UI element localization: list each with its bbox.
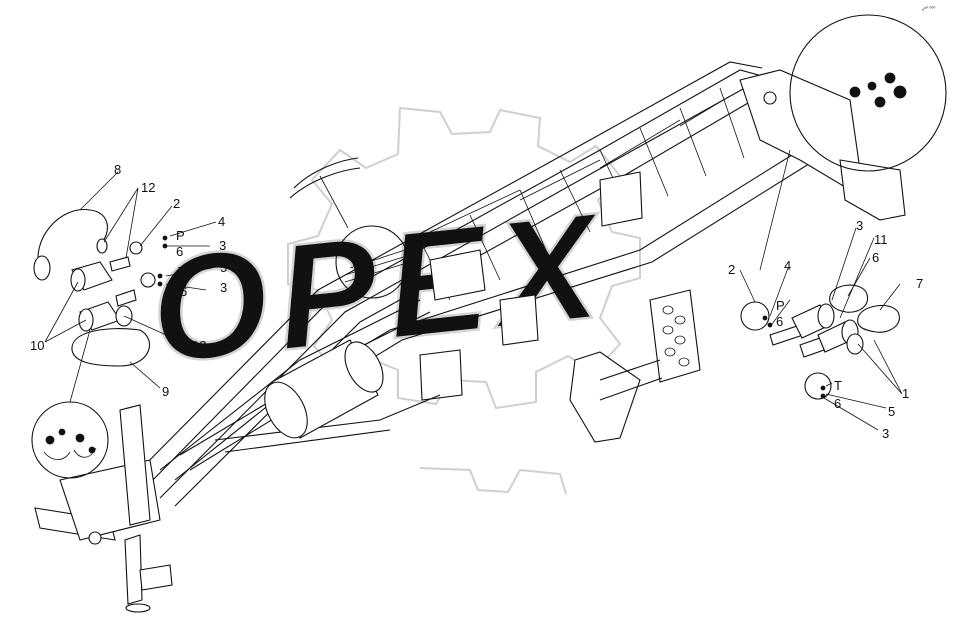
callout-12-upper: 12: [141, 180, 155, 195]
callout-5-right: 5: [888, 404, 895, 419]
callout-t-left: T: [178, 264, 186, 279]
callout-6-right-top: 6: [872, 250, 879, 265]
callout-3-right-lower: 3: [882, 426, 889, 441]
callout-7: 7: [916, 276, 923, 291]
callout-3-right-top: 3: [856, 218, 863, 233]
front-hitch-jack: [34, 404, 173, 613]
detail-circle-hose-routing: [289, 157, 411, 299]
callout-6-left-upper: 6: [176, 244, 183, 259]
leader-lines: [44, 171, 903, 431]
callout-5-left: 5: [220, 260, 227, 275]
callout-12-lower: 12: [192, 338, 206, 353]
callout-1: 1: [902, 386, 909, 401]
callout-labels: 8 12 2 4 P 6 3 T 5 6 3 12 10 9 3 11 6 7 …: [30, 162, 923, 441]
callout-p-left: P: [176, 228, 185, 243]
callout-10: 10: [30, 338, 44, 353]
callout-6-right-mid: 6: [776, 314, 783, 329]
hydraulic-tank: [264, 339, 384, 439]
callout-3-left-upper: 3: [219, 238, 226, 253]
callout-2-left: 2: [173, 196, 180, 211]
right-coupling-group: [740, 284, 900, 400]
callout-p-right: P: [776, 298, 785, 313]
callout-6-right-lower: 6: [834, 396, 841, 411]
detail-circle-rear-couplings: [759, 14, 947, 271]
callout-3-left-lower: 3: [220, 280, 227, 295]
callout-6-left-lower: 6: [180, 284, 187, 299]
callout-2-right: 2: [728, 262, 735, 277]
callout-11: 11: [874, 232, 888, 247]
drawbar-frame: [34, 61, 906, 613]
opex-watermark: OPEX: [142, 106, 641, 495]
detail-circle-front-couplings: [31, 329, 109, 479]
callout-8: 8: [114, 162, 121, 177]
callout-4-right: 4: [784, 258, 791, 273]
callout-9: 9: [162, 384, 169, 399]
callout-4-left: 4: [218, 214, 225, 229]
corner-code: ₐ⁸⁰ ⁰⁰⁰: [922, 6, 935, 12]
callout-t-right: T: [834, 378, 842, 393]
